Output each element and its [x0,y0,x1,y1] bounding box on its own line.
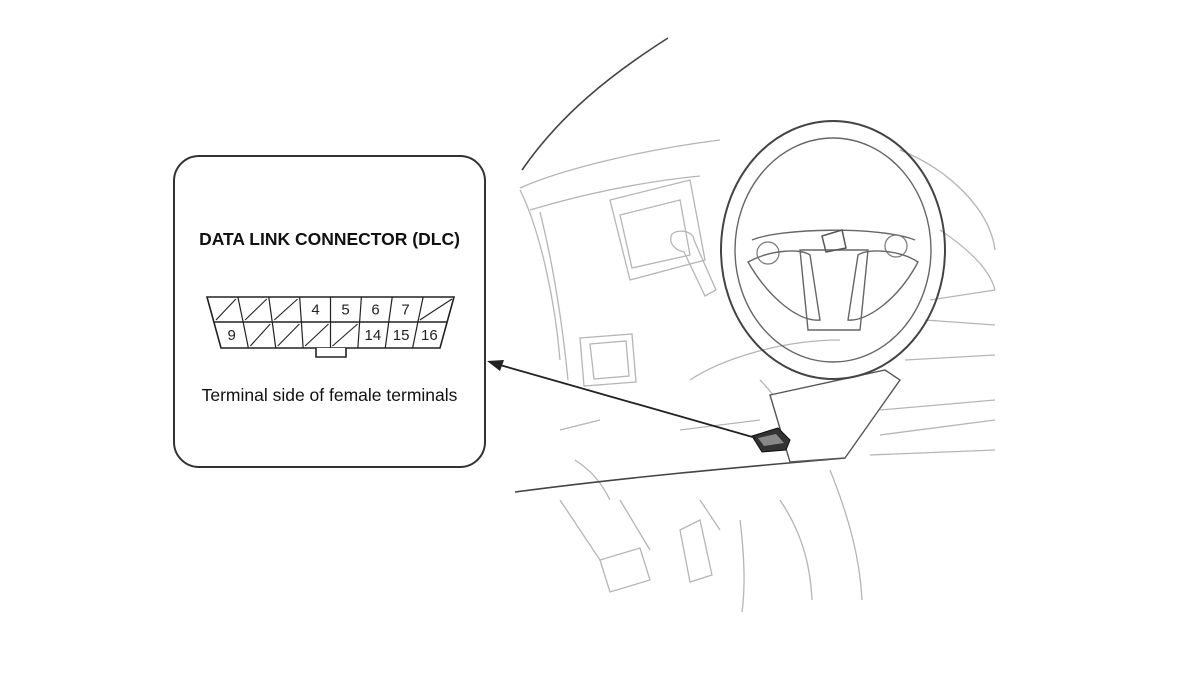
arrowhead-icon [487,360,504,371]
terminal-divider [271,321,277,349]
terminal-divider [359,296,362,323]
unused-terminal-slash [419,298,453,321]
emblem-icon [821,229,847,253]
terminal-divider [237,296,244,323]
terminal-label: 4 [311,302,319,319]
terminal-label: 7 [401,302,409,319]
unused-terminal-slash [215,298,237,321]
terminal-divider [412,321,419,349]
terminal-label: 15 [393,327,410,344]
dlc-connector-face: 4 5 6 7 9 14 15 16 [205,296,456,358]
dlc-location-marker [751,427,791,453]
unused-terminal-slash [332,323,358,347]
terminal-divider [242,321,249,349]
terminal-label: 14 [365,327,382,344]
terminal-divider [268,296,273,323]
terminal-divider [388,296,393,323]
callout-caption: Terminal side of female terminals [201,385,458,405]
terminal-divider [417,296,424,323]
terminal-label: 9 [227,327,235,344]
terminal-divider [299,296,302,323]
terminal-label: 5 [341,302,349,319]
dashboard-sketch-lines [519,37,996,613]
knee-panel [769,369,901,463]
terminal-divider [357,321,361,349]
callout-title: DATA LINK CONNECTOR (DLC) [199,229,460,249]
unused-terminal-slash [244,298,268,321]
terminal-label: 6 [371,302,379,319]
unused-terminal-slash [277,323,300,347]
unused-terminal-slash [273,298,298,321]
dash-lower-edge [514,457,846,493]
terminal-label: 16 [421,327,438,344]
terminal-divider [384,321,390,349]
terminal-divider [300,321,304,349]
connector-key-tab [315,348,347,358]
leader-arrow [487,360,757,439]
unused-terminal-slash [304,323,329,347]
unused-terminal-slash [249,323,271,347]
dlc-callout: DATA LINK CONNECTOR (DLC) 4 5 6 7 9 14 15 16 Te… [173,155,486,468]
steering-wheel [720,120,946,380]
